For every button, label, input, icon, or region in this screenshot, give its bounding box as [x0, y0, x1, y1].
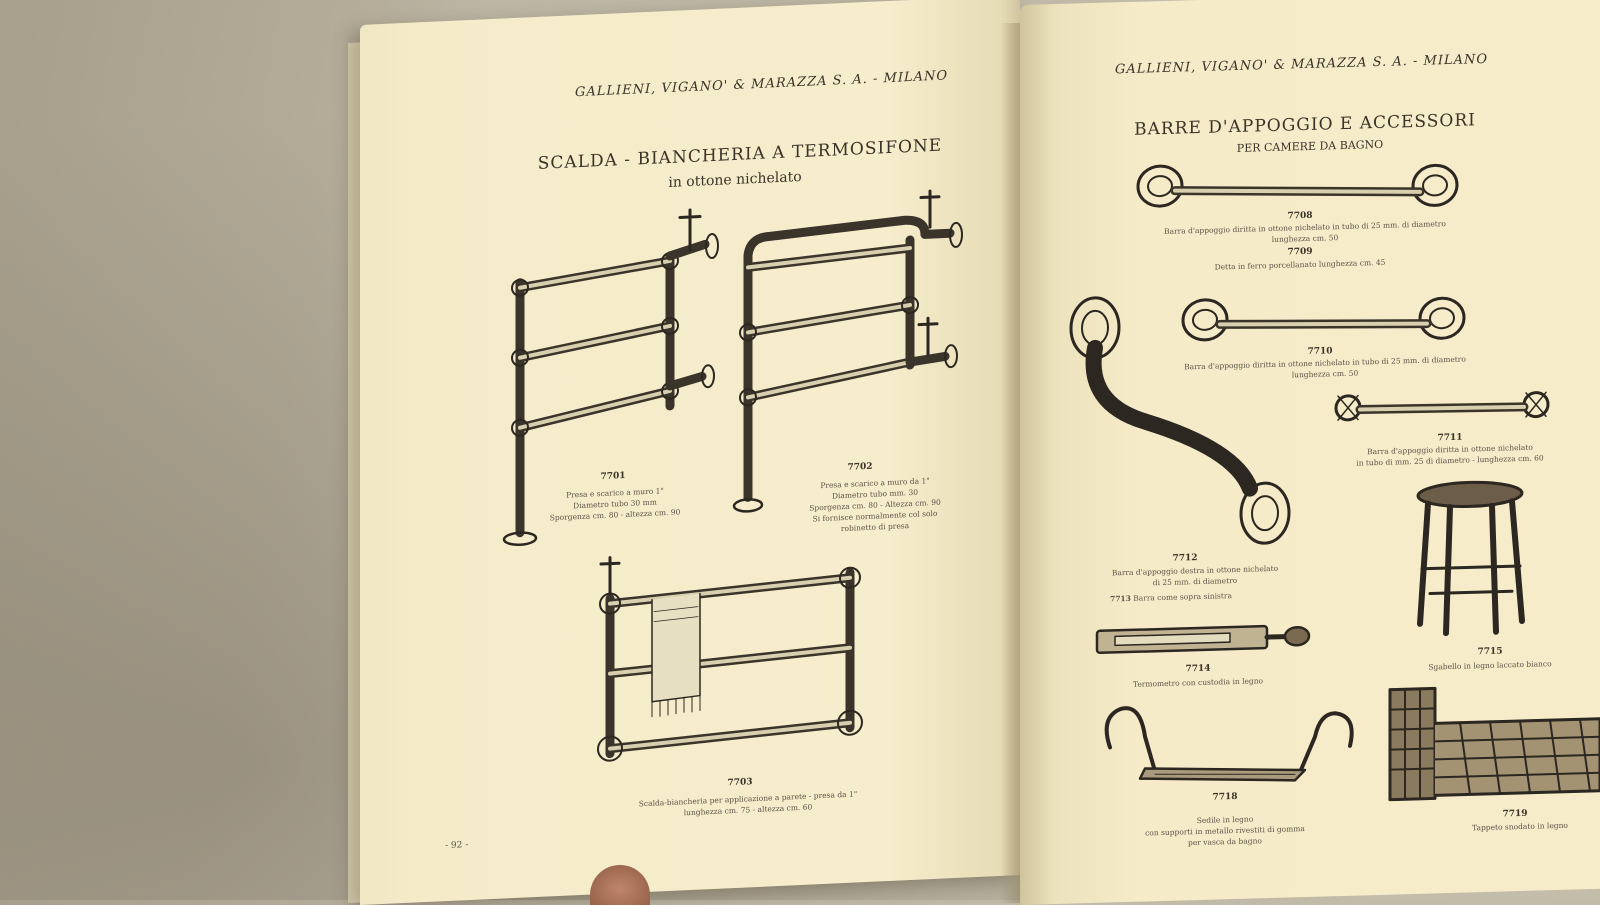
product-code-7712: 7712 — [1172, 553, 1198, 564]
left-page-subtitle: in ottone nichelato — [668, 168, 802, 191]
left-page-header: GALLIENI, VIGANO' & MARAZZA S. A. - MILA… — [575, 68, 949, 101]
product-code-7710: 7710 — [1307, 346, 1333, 357]
product-desc-7702: Presa e scarico a muro da 1" Diametro tu… — [809, 475, 941, 536]
towel-warmer-7701-illustration — [502, 208, 719, 547]
left-page-title: SCALDA - BIANCHERIA A TERMOSIFONE — [537, 135, 943, 174]
open-catalog-book: GALLIENI, VIGANO' & MARAZZA S. A. - MILA… — [348, 0, 1600, 905]
grab-bar-7708-illustration — [1136, 163, 1459, 208]
holding-thumb — [590, 865, 650, 905]
stool-7715-illustration — [1416, 480, 1525, 637]
product-code-7718: 7718 — [1212, 791, 1238, 803]
product-desc-7712: Barra d'appoggio destra in ottone nichel… — [1112, 563, 1278, 590]
product-desc-7713: 7713 Barra come sopra sinistra — [1110, 590, 1232, 604]
wooden-mat-7719-illustration — [1388, 686, 1600, 802]
product-desc-7718: Sedile in legno con supporti in metallo … — [1145, 812, 1305, 849]
product-desc-7703: Scalda-biancheria per applicazione a par… — [639, 788, 857, 820]
product-desc-7709: Detta in ferro porcellanato lunghezza cm… — [1214, 257, 1386, 272]
left-page: GALLIENI, VIGANO' & MARAZZA S. A. - MILA… — [360, 0, 1020, 905]
product-desc-7714: Termometro con custodia in legno — [1132, 676, 1264, 689]
product-code-7709: 7709 — [1287, 246, 1313, 258]
product-code-7714: 7714 — [1185, 663, 1211, 675]
product-desc-7711: Barra d'appoggio diritta in ottone niche… — [1356, 441, 1543, 468]
product-desc-7701: Presa e scarico a muro 1" Diametro tubo … — [550, 484, 681, 523]
towel-warmer-7702-illustration — [732, 189, 963, 513]
right-page: GALLIENI, VIGANO' & MARAZZA S. A. - MILA… — [1020, 0, 1600, 905]
page-number: - 92 - — [445, 840, 469, 852]
right-page-title: BARRE D'APPOGGIO E ACCESSORI — [1134, 110, 1476, 140]
product-code-7702: 7702 — [847, 461, 873, 473]
product-desc-7708: Barra d'appoggio diritta in ottone niche… — [1164, 218, 1446, 248]
product-code-7711: 7711 — [1437, 432, 1463, 444]
product-desc-7719: Tappeto snodato in legno — [1472, 820, 1568, 833]
thermometer-7714-illustration — [1095, 624, 1311, 655]
product-code-7715: 7715 — [1477, 646, 1503, 658]
product-code-7719: 7719 — [1502, 808, 1528, 820]
product-code-7708: 7708 — [1287, 210, 1313, 222]
right-page-header: GALLIENI, VIGANO' & MARAZZA S. A. - MILA… — [1115, 51, 1489, 78]
product-desc-7715: Sgabello in legno laccato bianco — [1428, 659, 1552, 672]
curved-grab-bar-7712-illustration — [1069, 296, 1291, 545]
grab-bar-7710-illustration — [1181, 296, 1466, 342]
product-code-7701: 7701 — [600, 470, 626, 483]
bath-seat-7718-illustration — [1104, 706, 1354, 782]
towel-warmer-7703-illustration — [597, 556, 863, 762]
product-code-7703: 7703 — [727, 777, 753, 789]
product-code-7713: 7713 — [1110, 593, 1131, 604]
grab-bar-7711-illustration — [1334, 391, 1550, 422]
right-page-subtitle: PER CAMERE DA BAGNO — [1236, 137, 1384, 155]
product-desc-line: Barra come sopra sinistra — [1133, 591, 1232, 603]
